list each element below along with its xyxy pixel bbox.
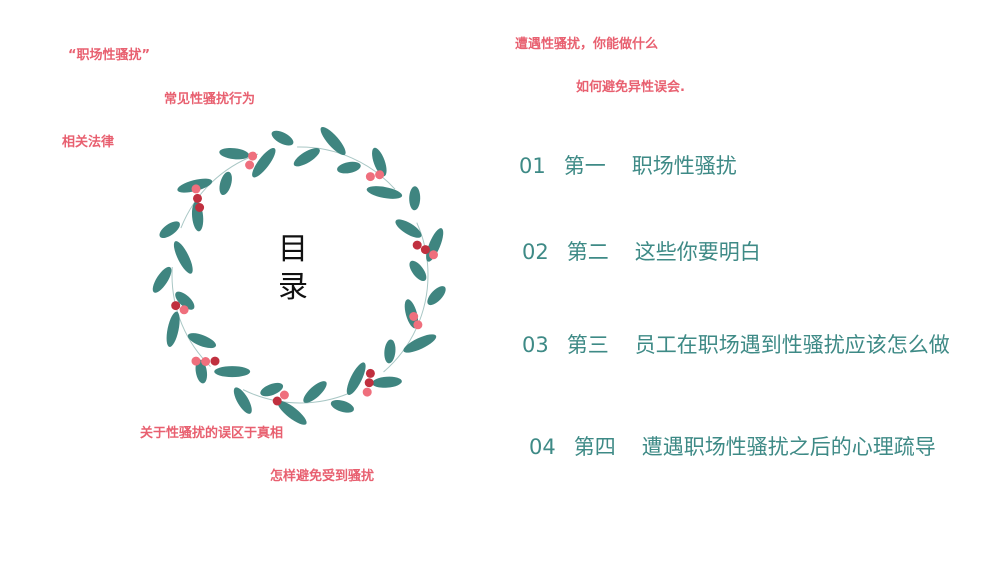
wreath-berry [193,193,202,203]
wreath-stem [171,146,429,404]
tag-workplace-harassment: “职场性骚扰” [68,48,151,63]
wreath-leaves [152,126,446,425]
wreath-berry [365,172,375,182]
toc-text: 员工在职场遇到性骚扰应该怎么做 [634,333,950,357]
toc-number: 03 [522,333,549,357]
toc-item-2[interactable]: 02 第二 这些你要明白 [522,236,761,266]
wreath-leaf [337,161,361,174]
toc-ordinal: 第三 [566,333,609,357]
wreath-leaf [403,334,437,353]
wreath-leaf [395,219,422,238]
tag-related-laws: 相关法律 [62,135,115,150]
wreath-leaf [166,311,180,347]
wreath-leaf [293,148,320,167]
wreath-leaf [303,381,327,403]
toc-number: 01 [519,154,546,178]
tag-avoid-misunderstanding: 如何避免异性误会. [576,80,685,95]
wreath-berry [413,320,423,330]
wreath-leaf [346,362,366,395]
wreath-berry [279,390,289,400]
wreath-leaf [159,221,180,239]
toc-number: 02 [522,240,549,264]
tag-myths-truth: 关于性骚扰的误区于真相 [140,426,284,441]
wreath-leaf [366,186,403,199]
wreath-berry [201,357,211,366]
wreath-leaf [271,130,294,146]
wreath-leaf [219,171,232,196]
wreath-berry [179,305,189,315]
toc-item-3[interactable]: 03 第三 员工在职场遇到性骚扰应该怎么做 [522,329,950,359]
tag-avoid-harassment: 怎样避免受到骚扰 [270,469,375,484]
wreath-berry [429,250,438,260]
toc-number: 04 [529,435,556,459]
wreath-berry [362,387,372,397]
wreath-leaf [233,387,252,414]
wreath-leaf [219,147,250,160]
toc-text: 这些你要明白 [634,240,761,264]
wreath-leaf [320,126,346,156]
tag-common-behaviors: 常见性骚扰行为 [164,92,256,107]
wreath-berry [365,368,375,378]
wreath-berry [364,378,374,388]
wreath-berries [171,151,438,406]
toc-text: 职场性骚扰 [631,154,737,178]
wreath-berry [191,184,201,194]
wreath-leaf [384,339,396,364]
wreath-leaf [173,241,193,274]
wreath-leaf [187,333,217,349]
wreath-leaf [152,266,172,293]
wreath-leaf [330,399,354,413]
wreath-leaf [260,382,284,397]
wreath-berry [191,356,201,366]
wreath-berry [375,170,385,180]
wreath-leaf [372,147,387,177]
toc-ordinal: 第四 [573,435,616,459]
wreath-leaf [409,186,421,211]
toc-ordinal: 第二 [566,240,609,264]
page-title-line2: 录 [278,270,308,305]
wreath-leaf [214,366,251,378]
wreath-berry [272,396,282,406]
wreath-berry [409,312,419,321]
wreath-berry [245,160,255,170]
wreath-leaf [409,260,427,282]
wreath-leaf [277,400,307,425]
wreath-leaf [252,147,276,178]
toc-item-1[interactable]: 01 第一 职场性骚扰 [519,150,737,180]
wreath-berry [210,356,220,366]
wreath-berry [412,240,422,250]
wreath-berry [420,245,430,255]
page-title-line1: 目 [278,232,308,267]
toc-text: 遭遇职场性骚扰之后的心理疏导 [641,435,936,459]
wreath-berry [195,203,205,212]
toc-item-4[interactable]: 04 第四 遭遇职场性骚扰之后的心理疏导 [529,431,936,461]
toc-ordinal: 第一 [563,154,606,178]
wreath-berry [171,301,181,311]
wreath-berry [248,151,258,161]
wreath-decoration [152,126,446,425]
wreath-leaf [371,376,402,388]
wreath-leaf [427,286,446,306]
wreath-leaf [175,291,195,310]
tag-what-can-you-do: 遭遇性骚扰，你能做什么 [515,37,659,52]
